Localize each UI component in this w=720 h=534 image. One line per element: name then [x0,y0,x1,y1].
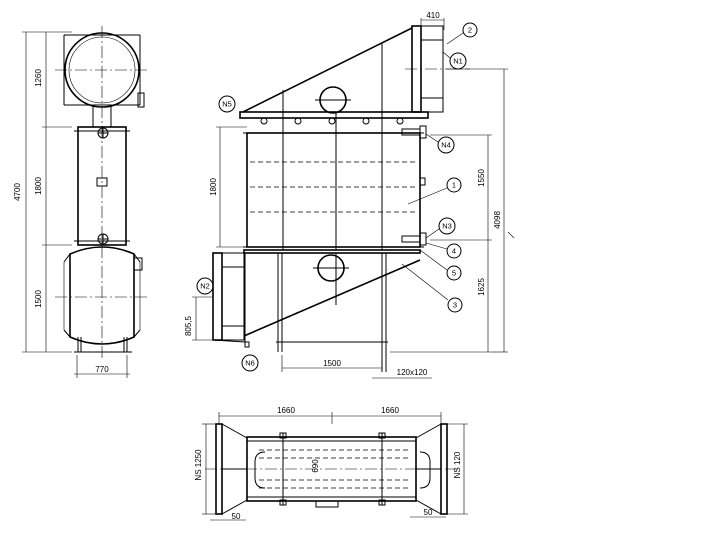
dim-1500-front: 1500 [323,359,341,368]
nozzle-n6: N6 [241,354,259,372]
dim-ns-1250: NS 1250 [194,449,203,481]
dim-1625: 1625 [477,278,486,296]
item-4: 4 [425,242,462,259]
dim-1660-left: 1660 [277,406,295,415]
svg-text:N1: N1 [453,57,463,66]
svg-text:N4: N4 [441,141,451,150]
inspection-port-icon [313,254,349,282]
nozzle-n3: N3 [425,217,456,239]
svg-text:3: 3 [453,301,457,310]
svg-text:1: 1 [452,181,456,190]
svg-text:N6: N6 [245,359,255,368]
dim-120x120: 120x120 [397,368,428,377]
dim-1500-side: 1500 [34,290,43,308]
dim-1550: 1550 [477,169,486,187]
svg-text:N2: N2 [200,282,210,291]
dim-805-5: 805,5 [184,315,193,336]
nozzle-n2: N2 [196,277,214,295]
svg-text:5: 5 [452,269,456,278]
svg-text:4: 4 [452,247,456,256]
side-body [77,126,127,246]
valve-wheel-icon [97,127,109,139]
item-5: 5 [419,249,462,281]
dim-4098: 4098 [493,211,502,229]
plan-view: 1660 1660 NS 1250 690 NS 120 50 50 [194,406,468,521]
svg-text:N5: N5 [222,100,232,109]
nozzle-n5: N5 [218,95,236,113]
side-view: 4700 1260 1800 1500 770 [13,26,150,378]
front-body [246,132,421,248]
dim-770: 770 [95,365,109,374]
nozzle-n1: N1 [442,51,467,70]
valve-wheel-icon [97,233,109,245]
dim-4700: 4700 [13,183,22,201]
dim-1800-side: 1800 [34,177,43,195]
item-3: 3 [401,263,463,313]
dim-ns-120: NS 120 [453,451,462,478]
item-2: 2 [446,22,478,45]
dim-1660-right: 1660 [381,406,399,415]
dim-690: 690 [311,459,320,473]
dim-410: 410 [426,11,440,20]
dim-50-right: 50 [424,508,433,517]
dim-1800-front: 1800 [209,178,218,196]
front-view: 410 1800 1550 1625 4098 805,5 1500 120x1… [184,11,515,379]
nozzle-n4: N4 [425,133,455,154]
inspection-port-icon [315,86,351,114]
dim-50-left: 50 [232,512,241,521]
svg-text:N3: N3 [442,222,452,231]
dim-1260: 1260 [34,69,43,87]
svg-text:2: 2 [468,26,472,35]
item-1: 1 [407,177,462,205]
